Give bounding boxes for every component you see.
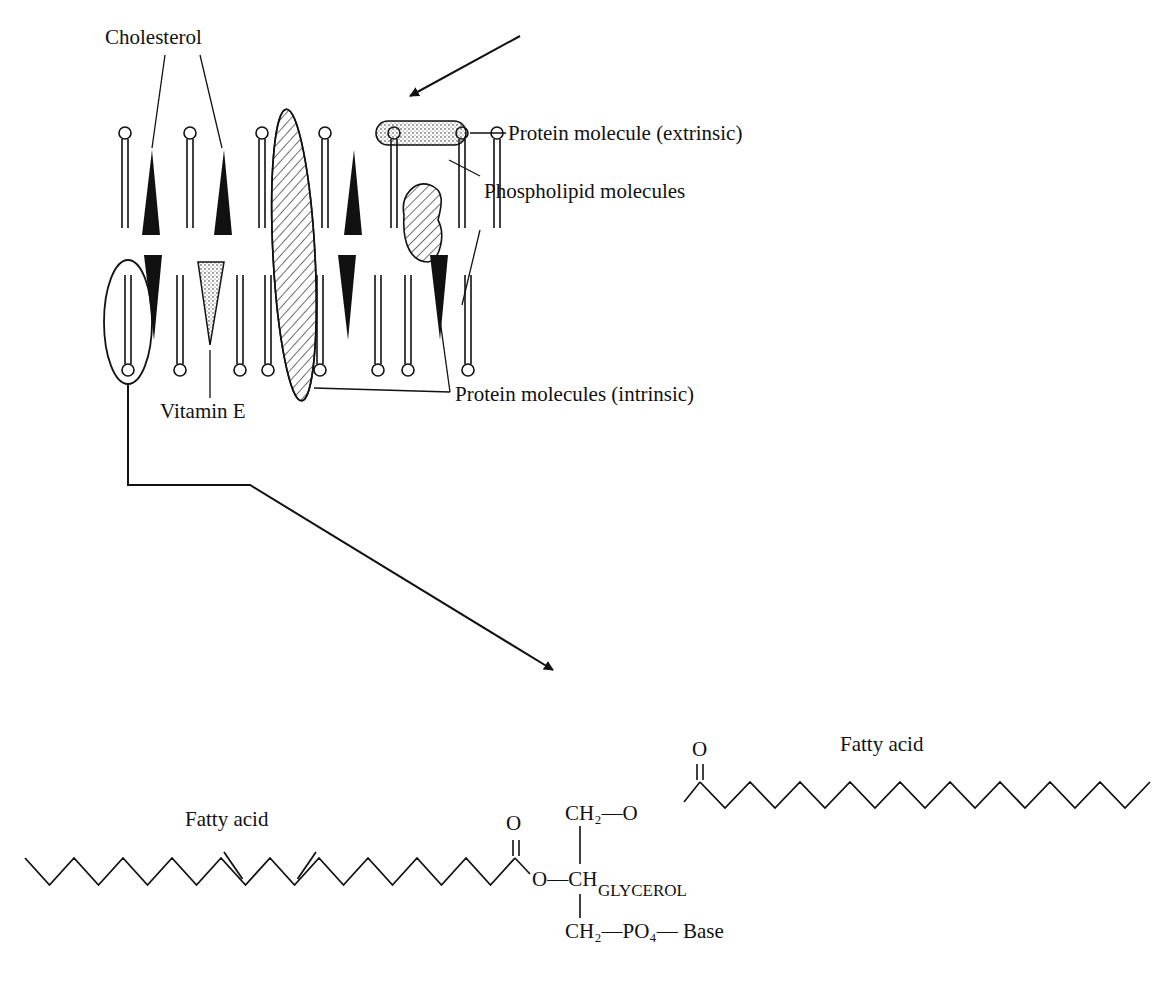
text-label: O xyxy=(506,812,521,835)
text-label: O—CH xyxy=(532,868,597,891)
text-label: CH₂—PO₄— Base xyxy=(565,920,724,943)
text-label: Cholesterol xyxy=(105,26,202,49)
text-label: Protein molecules (intrinsic) xyxy=(455,383,694,406)
text-label: O xyxy=(692,738,707,761)
text-label: Protein molecule (extrinsic) xyxy=(508,122,742,145)
text-label: Vitamin E xyxy=(160,400,246,423)
text-label: Phospholipid molecules xyxy=(484,180,685,203)
text-label: Fatty acid xyxy=(840,733,923,756)
text-label: CH₂—O xyxy=(565,802,638,825)
text-label: Fatty acid xyxy=(185,808,268,831)
text-label: GLYCEROL xyxy=(598,882,687,901)
